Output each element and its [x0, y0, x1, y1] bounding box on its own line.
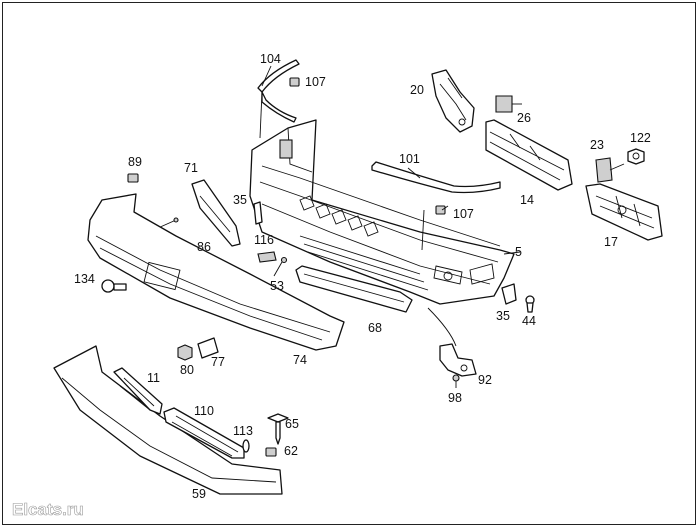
- callout-35-left: 35: [233, 193, 247, 207]
- callout-53: 53: [270, 279, 284, 293]
- part-59-lower-spoiler: [53, 345, 283, 495]
- callout-44: 44: [522, 314, 536, 328]
- callout-59: 59: [192, 487, 206, 501]
- callout-104: 104: [260, 52, 281, 66]
- part-53-screw: [273, 256, 288, 277]
- callout-107-right: 107: [453, 207, 474, 221]
- part-71-side-bracket: [191, 179, 241, 247]
- part-104-trim-strip: [257, 59, 300, 123]
- callout-14: 14: [520, 193, 534, 207]
- part-122-nut: [627, 148, 645, 165]
- part-113-washer: [242, 439, 250, 453]
- callout-110: 110: [194, 404, 214, 418]
- callout-26: 26: [517, 111, 531, 125]
- part-98-screw: [452, 374, 460, 388]
- part-107-clip-top: [289, 77, 300, 87]
- part-89-clip: [127, 173, 139, 183]
- part-74-reinforcement: [87, 193, 345, 351]
- callout-62: 62: [284, 444, 298, 458]
- callout-92: 92: [478, 373, 492, 387]
- callout-101: 101: [399, 152, 420, 166]
- callout-65: 65: [285, 417, 299, 431]
- part-20-bracket: [431, 69, 475, 133]
- part-23-bracket: [595, 157, 625, 183]
- part-44-screw: [525, 295, 535, 313]
- part-35-clip-right: [501, 283, 517, 305]
- part-107-clip-right: [435, 205, 446, 215]
- part-92-bracket: [427, 307, 477, 377]
- part-101-molding-strip: [371, 161, 501, 194]
- leader-lines: [259, 65, 521, 255]
- callout-74: 74: [293, 353, 307, 367]
- part-14-absorber-beam: [485, 119, 573, 191]
- callout-86: 86: [197, 240, 211, 254]
- callout-5: 5: [515, 245, 522, 259]
- callout-122: 122: [630, 131, 651, 145]
- callout-20: 20: [410, 83, 424, 97]
- part-62-clip: [265, 447, 277, 457]
- part-110-grille: [163, 407, 245, 459]
- callout-89: 89: [128, 155, 142, 169]
- callout-107-top: 107: [305, 75, 326, 89]
- part-17-impact-absorber: [585, 183, 663, 241]
- watermark: Elcats.ru: [12, 500, 84, 519]
- part-68-lower-insert: [295, 265, 413, 313]
- part-116-grommet: [257, 251, 277, 263]
- part-65-screw: [267, 413, 289, 445]
- callout-23: 23: [590, 138, 604, 152]
- part-80-nut: [177, 344, 193, 361]
- callout-134: 134: [74, 272, 95, 286]
- callout-35-right: 35: [496, 309, 510, 323]
- part-11-grille: [113, 367, 163, 415]
- callout-11: 11: [147, 371, 160, 385]
- callout-113: 113: [233, 424, 253, 438]
- part-26-mount: [495, 95, 522, 113]
- part-134-bolt: [101, 279, 127, 293]
- callout-116: 116: [254, 233, 274, 247]
- part-5-bumper-cover: [249, 119, 515, 305]
- part-77-bushing: [197, 337, 219, 359]
- callout-68: 68: [368, 321, 382, 335]
- callout-77: 77: [211, 355, 225, 369]
- part-35-clip-left: [253, 201, 263, 225]
- callout-17: 17: [604, 235, 618, 249]
- callout-71: 71: [184, 161, 198, 175]
- callout-98: 98: [448, 391, 462, 405]
- callout-80: 80: [180, 363, 194, 377]
